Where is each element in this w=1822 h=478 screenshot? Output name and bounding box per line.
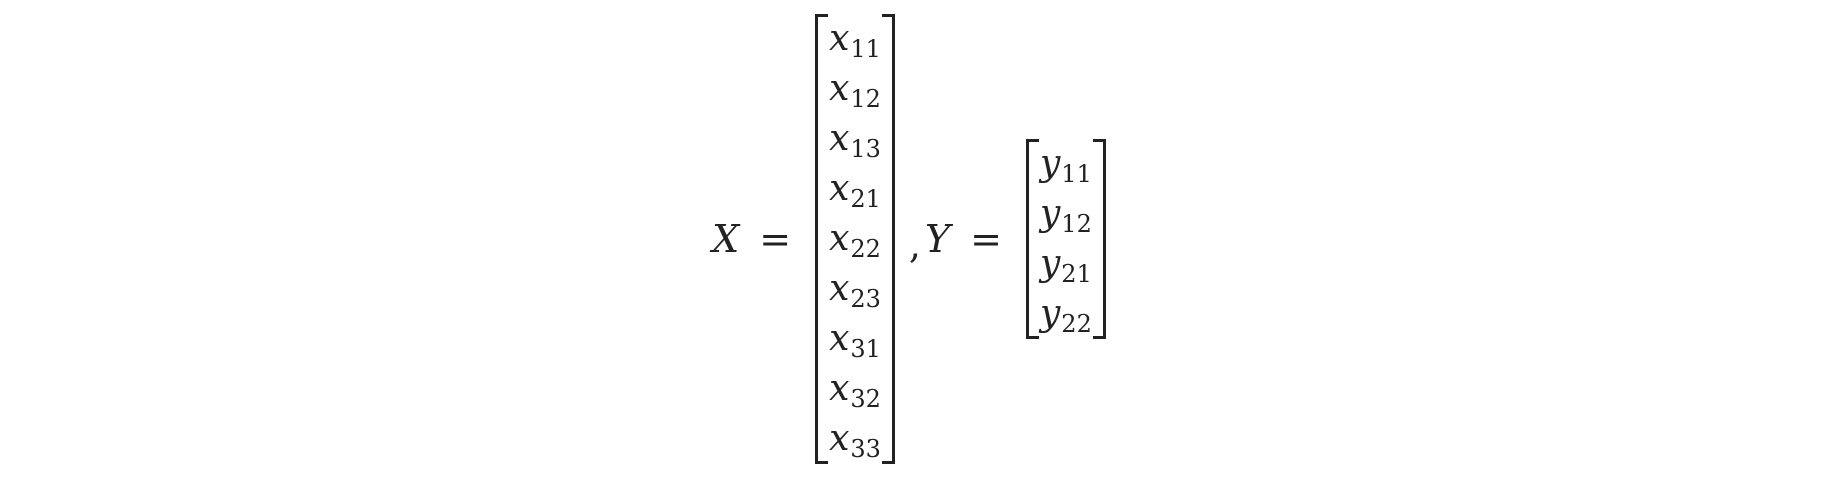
separator-comma: , [908,223,922,267]
variable-x-label: X [712,217,740,261]
right-bracket-icon [1092,139,1106,339]
right-bracket-icon [881,14,895,464]
left-bracket-icon [1025,139,1039,339]
equals-sign-y: = [970,217,1002,261]
left-bracket-icon [815,14,829,464]
variable-y-label: Y [925,217,951,261]
equals-sign-x: = [759,217,792,261]
